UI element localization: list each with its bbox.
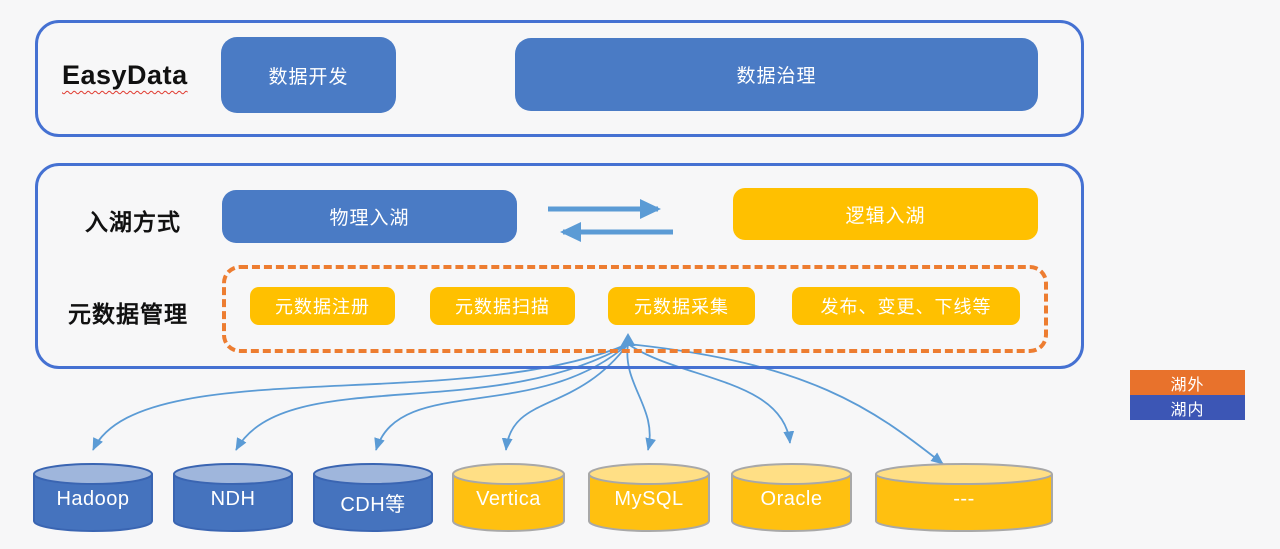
- data-development-button: 数据开发: [221, 37, 396, 113]
- easydata-panel: [35, 20, 1084, 137]
- legend-inside-lake: 湖内: [1130, 395, 1245, 420]
- metadata-button: 元数据扫描: [430, 287, 575, 325]
- cylinder-shape: [313, 463, 433, 532]
- database-label: MySQL: [614, 488, 684, 510]
- cylinder-shape: [173, 463, 293, 532]
- database-label: Hadoop: [56, 488, 130, 510]
- database-label: CDH等: [340, 494, 406, 516]
- database-cylinder-ndh: NDH: [173, 462, 293, 535]
- legend: 湖外 湖内: [1130, 370, 1245, 420]
- metadata-button: 发布、变更、下线等: [792, 287, 1020, 325]
- logical-lake-button: 逻辑入湖: [733, 188, 1038, 240]
- lake-panel: [35, 163, 1084, 369]
- database-cylinder-: ---: [875, 462, 1053, 535]
- cylinder-shape: [875, 463, 1053, 532]
- database-label: Vertica: [476, 488, 541, 510]
- database-cylinder-vertica: Vertica: [452, 462, 565, 535]
- cylinder-shape: [452, 463, 565, 532]
- database-cylinder-hadoop: Hadoop: [33, 462, 153, 535]
- cylinder-shape: [588, 463, 710, 532]
- database-cylinder-oracle: Oracle: [731, 462, 852, 535]
- cylinder-shape: [33, 463, 153, 532]
- database-label: NDH: [210, 488, 256, 510]
- metadata-button: 元数据注册: [250, 287, 395, 325]
- lake-method-label: 入湖方式: [85, 209, 181, 235]
- legend-outside-lake: 湖外: [1130, 370, 1245, 395]
- physical-lake-button: 物理入湖: [222, 190, 517, 243]
- metadata-group-box: [222, 265, 1048, 353]
- database-label: ---: [953, 488, 975, 510]
- easydata-brand: EasyData: [62, 60, 188, 90]
- data-governance-button: 数据治理: [515, 38, 1038, 111]
- swap-arrows-icon: [548, 199, 673, 242]
- cylinder-shape: [731, 463, 852, 532]
- database-label: Oracle: [760, 488, 823, 510]
- database-cylinder-mysql: MySQL: [588, 462, 710, 535]
- metadata-management-label: 元数据管理: [68, 301, 188, 327]
- database-cylinder-cdh: CDH等: [313, 462, 433, 535]
- metadata-button: 元数据采集: [608, 287, 755, 325]
